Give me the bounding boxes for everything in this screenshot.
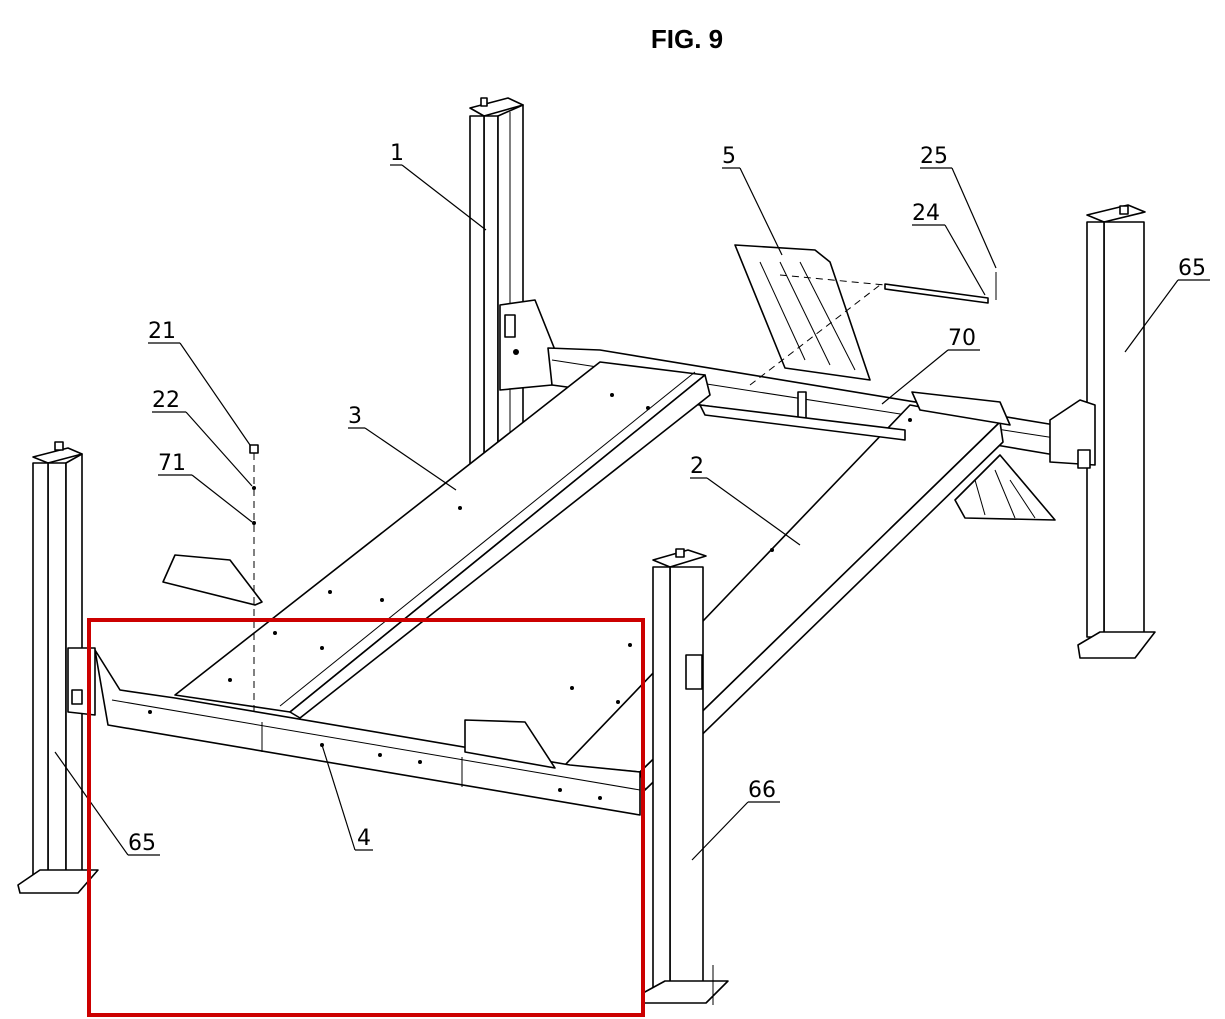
callout-2: 2 bbox=[690, 454, 801, 546]
callout-label: 65 bbox=[128, 831, 156, 856]
column-back-right bbox=[1077, 204, 1156, 659]
callout-label: 65 bbox=[1178, 256, 1206, 281]
callout-21: 21 bbox=[148, 319, 251, 446]
callout-label: 70 bbox=[948, 326, 976, 351]
callout-label: 71 bbox=[158, 451, 186, 476]
callout-label: 22 bbox=[152, 388, 180, 413]
front-crossbeam bbox=[94, 649, 641, 816]
front-ramp-left bbox=[162, 554, 263, 606]
callout-label: 3 bbox=[348, 404, 362, 429]
right-ramp-lower bbox=[911, 391, 1056, 521]
rod bbox=[884, 272, 997, 304]
callout-65-left: 65 bbox=[54, 751, 160, 856]
front-ramp-right bbox=[464, 719, 556, 769]
column-front-left bbox=[17, 441, 99, 894]
callout-4: 4 bbox=[321, 744, 373, 851]
callout-66: 66 bbox=[691, 778, 780, 861]
callout-label: 25 bbox=[920, 144, 948, 169]
highlight-box bbox=[87, 618, 645, 1017]
callout-label: 1 bbox=[390, 141, 404, 166]
fastener-stack bbox=[249, 444, 259, 712]
column-front-right bbox=[642, 548, 729, 1005]
callout-65-right: 65 bbox=[1124, 256, 1210, 353]
callout-22: 22 bbox=[152, 388, 253, 487]
callout-70: 70 bbox=[881, 326, 980, 405]
callout-label: 5 bbox=[722, 144, 736, 169]
callout-label: 2 bbox=[690, 454, 704, 479]
rear-ramp bbox=[734, 244, 886, 386]
callout-label: 21 bbox=[148, 319, 176, 344]
callout-24: 24 bbox=[912, 201, 986, 296]
callout-5: 5 bbox=[722, 144, 783, 256]
inner-cross-member bbox=[699, 404, 906, 441]
callout-label: 24 bbox=[912, 201, 940, 226]
callout-1: 1 bbox=[390, 141, 487, 231]
runway-right bbox=[564, 404, 1004, 791]
callout-25: 25 bbox=[920, 144, 997, 269]
runway-left bbox=[174, 361, 711, 719]
figure-title: FIG. 9 bbox=[651, 24, 723, 54]
callout-label: 4 bbox=[357, 826, 371, 851]
callout-label: 66 bbox=[748, 778, 776, 803]
callout-3: 3 bbox=[348, 404, 457, 491]
column-back-left bbox=[469, 97, 556, 467]
callout-71: 71 bbox=[158, 451, 253, 523]
